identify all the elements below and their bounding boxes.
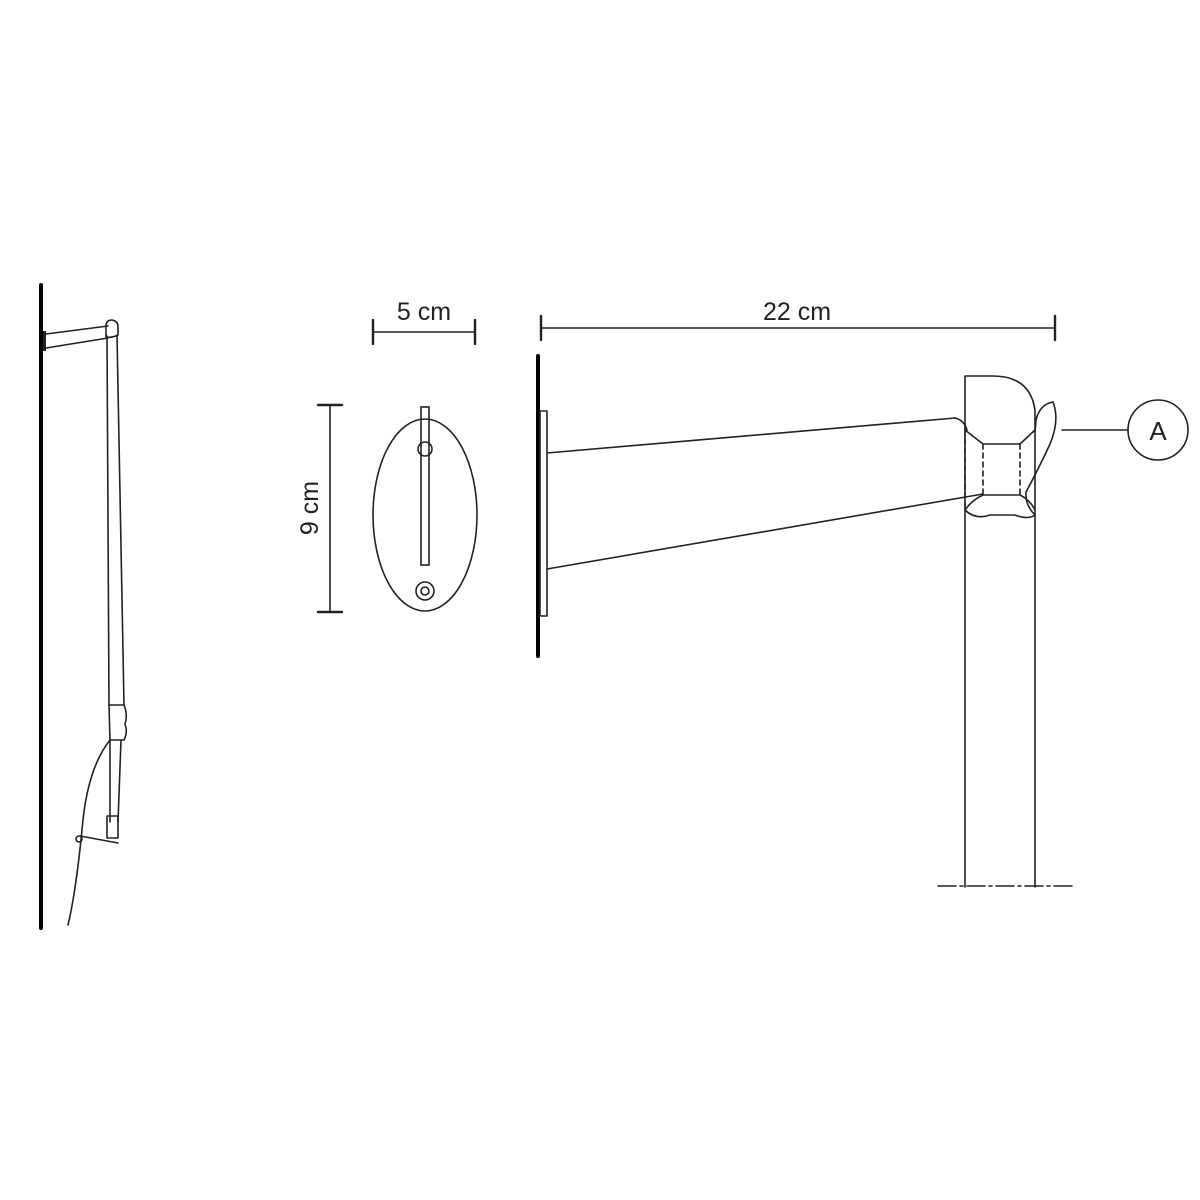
base-plate-slot bbox=[420, 406, 430, 566]
clamp-hook bbox=[1025, 401, 1057, 516]
side-view-switch-knob bbox=[75, 835, 83, 843]
arm-tip bbox=[954, 417, 968, 431]
arm-top-edge bbox=[546, 417, 956, 454]
vertical-tube-top bbox=[964, 375, 1036, 888]
side-view bbox=[39, 283, 128, 930]
side-view-collar bbox=[108, 704, 128, 741]
side-view-wall-plate bbox=[43, 331, 46, 351]
height-dimension-label: 9 cm bbox=[296, 481, 324, 535]
base-plate-top-screw bbox=[417, 441, 433, 457]
lamp-arm-view bbox=[536, 314, 1189, 888]
side-view-arm-top bbox=[45, 325, 109, 335]
base-plate-bottom-screw-inner bbox=[420, 586, 430, 596]
base-plate-bottom-screw-outer bbox=[415, 581, 435, 601]
length-dimension-label: 22 cm bbox=[763, 298, 831, 326]
side-view-switch-lever bbox=[79, 835, 119, 844]
side-view-arm-bottom bbox=[45, 337, 109, 349]
width-dimension-label: 5 cm bbox=[397, 298, 451, 326]
clamp-back bbox=[964, 494, 1036, 511]
callout-a-label: A bbox=[1149, 416, 1167, 446]
side-view-tube-right bbox=[116, 334, 125, 706]
base-plate-view bbox=[316, 318, 478, 614]
clamp-bottom bbox=[964, 509, 1036, 519]
base-plate-oval bbox=[372, 418, 478, 612]
clamp-front bbox=[964, 429, 1036, 445]
side-view-joint bbox=[105, 319, 119, 339]
side-view-cable bbox=[67, 739, 111, 926]
callout-a-circle bbox=[1127, 399, 1189, 461]
side-view-switch bbox=[106, 815, 119, 839]
clamp-hook-inner bbox=[1034, 401, 1054, 433]
arm-view-wall-plate bbox=[539, 410, 548, 617]
side-view-tube-left bbox=[106, 335, 110, 706]
side-view-lower-rod-right bbox=[117, 739, 122, 823]
arm-bottom-edge bbox=[546, 493, 984, 570]
